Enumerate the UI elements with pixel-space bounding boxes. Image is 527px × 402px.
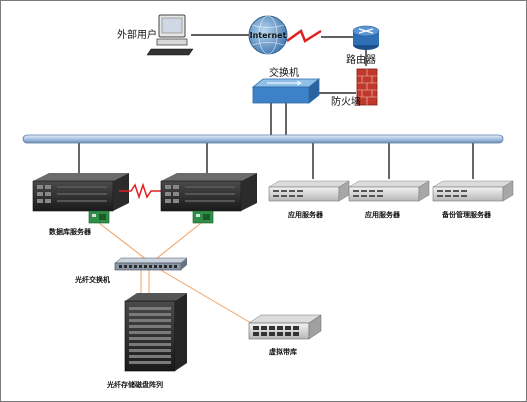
fiber-db2-switch	[150, 222, 202, 264]
computer-icon	[146, 14, 194, 56]
virtual-tape-label: 虚拟带库	[269, 347, 297, 356]
switch-icon	[251, 78, 321, 104]
network-links	[78, 34, 474, 179]
app-server-2-label: 应用服务器	[365, 210, 401, 219]
firewall-icon	[356, 68, 378, 106]
fc-switch-label: 光纤交换机	[74, 275, 110, 284]
fc-storage-icon	[124, 293, 187, 372]
db-server-label: 数据库服务器	[49, 227, 92, 236]
fc-switch-icon	[114, 257, 188, 271]
db-server-1-icon	[32, 173, 129, 212]
fiber-switch-tape	[158, 268, 252, 324]
firewall-label: 防火墙	[331, 95, 361, 108]
heartbeat-link	[119, 182, 163, 200]
external-user-label: 外部用户	[117, 28, 157, 41]
fiber-db1-switch	[98, 222, 152, 264]
router-label: 路由器	[346, 53, 376, 66]
app-server-1-label: 应用服务器	[288, 210, 324, 219]
app-server-2-icon	[348, 180, 430, 202]
fiber-links	[98, 222, 252, 324]
switch-label: 交换机	[269, 66, 299, 79]
backup-server-icon	[432, 180, 514, 202]
network-bus	[22, 134, 504, 144]
db-server-2-icon	[160, 173, 257, 212]
fc-storage-label: 光纤存储磁盘阵列	[106, 380, 163, 389]
internet-globe-icon	[248, 15, 288, 55]
hba-card-1-icon	[88, 210, 110, 224]
internet-label: Internet	[250, 31, 287, 40]
backup-server-label: 备份管理服务器	[441, 210, 492, 219]
virtual-tape-library-icon	[248, 314, 322, 340]
router-icon	[352, 25, 380, 50]
app-server-1-icon	[268, 180, 350, 202]
wan-lightning-link	[286, 29, 322, 43]
hba-card-2-icon	[192, 210, 214, 224]
